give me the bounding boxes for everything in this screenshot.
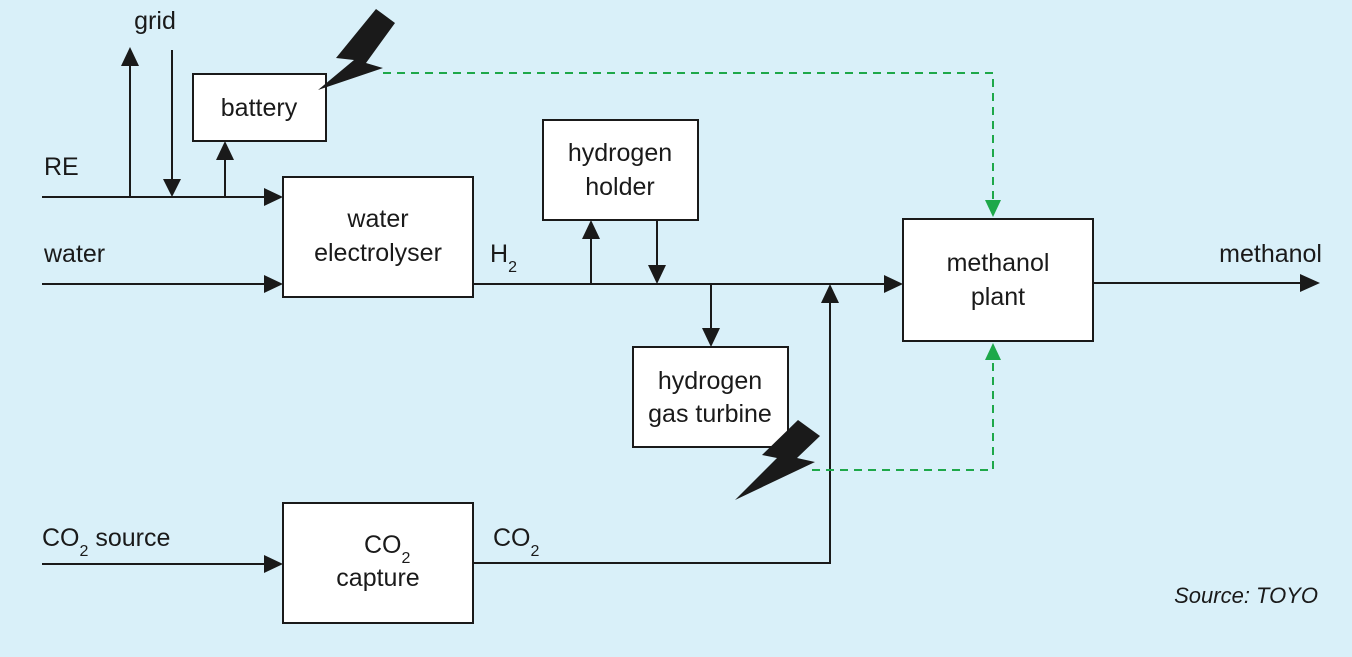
holder-label-line2: holder (585, 173, 655, 201)
lightning-bolt-icon (735, 420, 820, 500)
water-electrolyser-box (282, 176, 474, 298)
plant-label-line2: plant (971, 283, 1025, 311)
h2-label-subscript: 2 (508, 259, 517, 276)
hydrogen-holder-box (542, 119, 699, 221)
grid-import-arrowhead (163, 179, 181, 197)
turbine-label-line1: hydrogen (658, 367, 762, 395)
grid-label: grid (134, 7, 176, 35)
co2-source-arrowhead (264, 555, 283, 573)
co2-capture-box (282, 502, 474, 624)
source-credit: Source: TOYO (1174, 583, 1318, 608)
h2-main-arrowhead (884, 275, 903, 293)
water-arrowhead (264, 275, 283, 293)
turbine-power-link (812, 360, 994, 471)
electrolyser-label-line1: water (346, 205, 408, 233)
lightning-bolt-icon (318, 9, 395, 90)
electrolyser-label-line2: electrolyser (314, 239, 442, 267)
h2-to-holder-arrowhead (582, 220, 600, 239)
co2-flow-label-main: CO (493, 524, 531, 552)
co2-flow-label: CO2 (493, 524, 540, 560)
capture-label-line1: CO2 (364, 531, 411, 567)
re-label: RE (44, 153, 79, 181)
co2-source-label-tail: source (88, 524, 170, 552)
battery-box (192, 73, 327, 142)
co2-flow-label-subscript: 2 (531, 543, 540, 560)
co2-source-label-subscript: 2 (80, 543, 89, 560)
h2-label: H2 (490, 240, 517, 276)
turbine-power-arrowhead (985, 343, 1001, 360)
capture-label-line2: capture (336, 564, 419, 592)
hydrogen-gas-turbine-box (632, 346, 789, 448)
h2-to-turbine-arrowhead (702, 328, 720, 347)
methanol-plant-box (902, 218, 1094, 342)
methanol-output-label: methanol (1219, 240, 1322, 268)
methanol-output-arrowhead (1300, 274, 1320, 292)
holder-to-h2-arrowhead (648, 265, 666, 284)
capture-label-main: CO (364, 531, 402, 559)
grid-export-arrowhead (121, 47, 139, 66)
battery-charge-arrowhead (216, 141, 234, 160)
holder-label-line1: hydrogen (568, 139, 672, 167)
water-label: water (43, 240, 105, 268)
co2-flow-arrowhead (821, 284, 839, 303)
capture-label-subscript: 2 (402, 550, 411, 567)
battery-power-link (383, 72, 994, 200)
re-arrowhead (264, 188, 283, 206)
battery-power-arrowhead (985, 200, 1001, 217)
plant-label-line1: methanol (947, 249, 1050, 277)
co2-source-label-main: CO (42, 524, 80, 552)
h2-label-main: H (490, 240, 508, 268)
co2-source-label: CO2 source (42, 524, 170, 560)
battery-label: battery (221, 94, 298, 122)
co2-flow-line (473, 301, 831, 564)
turbine-label-line2: gas turbine (648, 400, 772, 428)
